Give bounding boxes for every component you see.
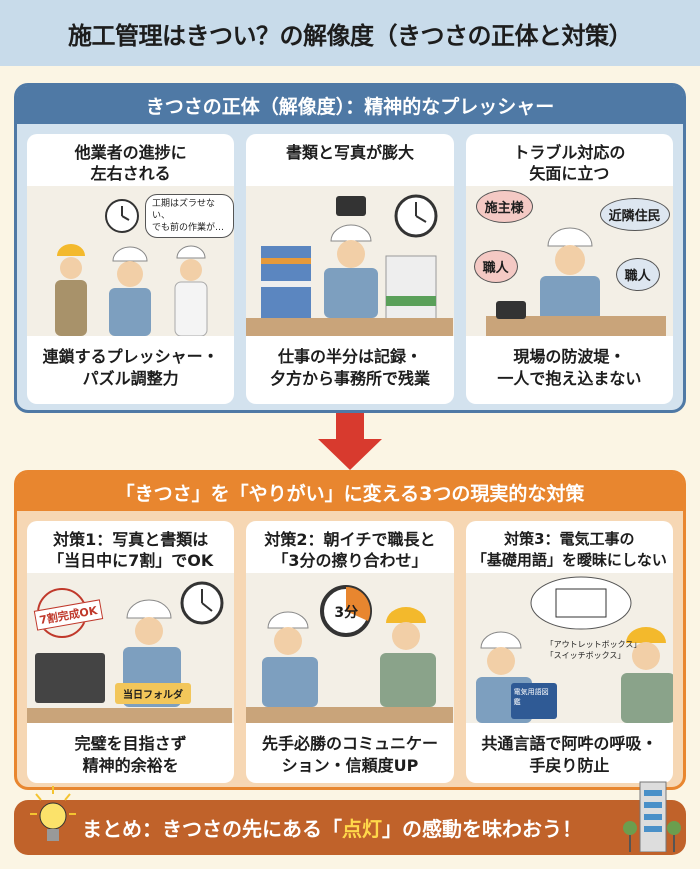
paperwork-illustration-icon — [246, 194, 454, 336]
speech-bubble-client: 施主様 — [475, 190, 533, 223]
solution-card: 対策2：朝イチで職長と 「3分の擦り合わせ」 3分 先手必勝のコミュニケー ショ… — [246, 521, 454, 783]
header: 施工管理はきつい？の解像度（きつさの正体と対策） — [0, 0, 700, 66]
illustration-workers: 工期はズラせない、 でも前の作業が… — [27, 186, 235, 337]
circuit-thought-illustration-icon — [475, 576, 673, 723]
solution-card: 対策3：電気工事の 「基礎用語」を曖昧にしない 「アウトレットボックス」 「スイ… — [465, 521, 673, 783]
handshake-illustration-icon — [246, 585, 454, 723]
solutions-panel: 「きつさ」を「やりがい」に変える3つの現実的な対策 対策1：写真と書類は 「当日… — [14, 470, 686, 790]
card-caption: 完璧を目指さず 精神的余裕を — [74, 734, 187, 775]
card-title: 対策3：電気工事の 「基礎用語」を曖昧にしない — [471, 530, 667, 569]
terms-label: 「アウトレットボックス」 「スイッチボックス」 — [545, 640, 642, 660]
card-title: トラブル対応の 矢面に立つ — [513, 143, 626, 183]
lightbulb-icon — [30, 786, 76, 841]
card-caption: 仕事の半分は記録・ 夕方から事務所で残業 — [269, 347, 430, 388]
page-title: 施工管理はきつい？の解像度（きつさの正体と対策） — [68, 21, 633, 50]
summary-text: まとめ：きつさの先にある「点灯」の感動を味わおう！ — [82, 817, 582, 841]
book-title: 電気用語図鑑 — [513, 688, 549, 706]
problem-card: 書類と写真が膨大 仕事の半分は記録・ 夕方から事務所で残業 — [246, 134, 454, 404]
problems-panel: きつさの正体（解像度）：精神的なプレッシャー 他業者の進捗に 左右される 工期は… — [14, 83, 686, 413]
solutions-heading: 「きつさ」を「やりがい」に変える3つの現実的な対策 — [17, 473, 683, 511]
problem-card: 他業者の進捗に 左右される 工期はズラせない、 でも前の作業が… 連鎖するプレッ… — [27, 134, 235, 404]
thought-bubble: 工期はズラせない、 でも前の作業が… — [145, 194, 235, 238]
timer-label: 3分 — [334, 605, 359, 621]
illustration-paperwork — [246, 186, 454, 336]
card-caption: 先手必勝のコミュニケー ション・信頼度UP — [261, 734, 438, 775]
card-caption: 連鎖するプレッシャー・ パズル調整力 — [42, 347, 219, 388]
summary-banner: まとめ：きつさの先にある「点灯」の感動を味わおう！ — [14, 781, 686, 855]
card-title: 他業者の進捗に 左右される — [74, 143, 187, 183]
illustration-terms: 「アウトレットボックス」 「スイッチボックス」 電気用語図鑑 — [465, 573, 673, 723]
workers-illustration-icon — [55, 199, 208, 337]
solution-card: 対策1：写真と書類は 「当日中に7割」でOK 7割完成OK 当日フォルダ 完璧を… — [27, 521, 235, 783]
problem-card: トラブル対応の 矢面に立つ 施主様 近隣住民 職人 職人 現場の防波堤・ 一人で… — [465, 134, 673, 404]
card-caption: 現場の防波堤・ 一人で抱え込まない — [497, 347, 642, 388]
speech-bubble-neighbors: 近隣住民 — [599, 198, 670, 231]
problems-heading: きつさの正体（解像度）：精神的なプレッシャー — [17, 86, 683, 124]
illustration-trouble: 施主様 近隣住民 職人 職人 — [465, 186, 673, 336]
card-title: 対策1：写真と書類は 「当日中に7割」でOK — [48, 530, 214, 570]
card-caption: 共通言語で阿吽の呼吸・ 手戻り防止 — [481, 734, 658, 775]
down-arrow-icon — [318, 413, 382, 470]
desk-worker-illustration-icon — [27, 581, 232, 723]
illustration-folder: 7割完成OK 当日フォルダ — [27, 573, 235, 723]
folder-label: 当日フォルダ — [115, 683, 191, 704]
phone-worker-illustration-icon — [485, 227, 666, 336]
speech-bubble-craftsman: 職人 — [615, 258, 660, 291]
card-title: 対策2：朝イチで職長と 「3分の擦り合わせ」 — [264, 530, 436, 570]
card-title: 書類と写真が膨大 — [285, 143, 414, 162]
building-icon — [623, 781, 681, 852]
illustration-handshake: 3分 — [246, 573, 454, 723]
speech-bubble-craftsman: 職人 — [473, 250, 518, 283]
